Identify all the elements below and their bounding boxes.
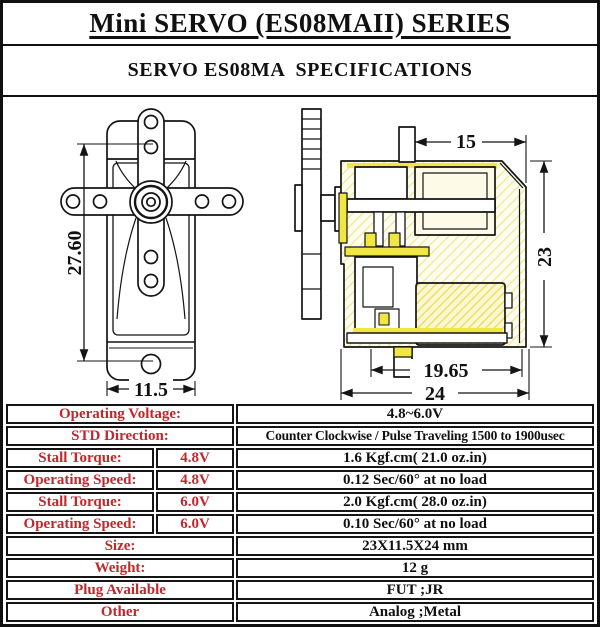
technical-drawing: 27.60 11.5 (3, 97, 597, 402)
spec-value: 12 g (236, 558, 594, 578)
table-row: Operating Voltage:4.8~6.0V (6, 404, 594, 424)
spec-voltage: 6.0V (156, 492, 234, 512)
dim-front-width-label: 11.5 (134, 379, 168, 401)
page-title: Mini SERVO (ES08MAII) SERIES (89, 8, 511, 38)
spec-value: 0.10 Sec/60° at no load (236, 514, 594, 534)
servo-front-view (60, 108, 244, 396)
section-title-bar: SERVO ES08MA SPECIFICATIONS (3, 46, 597, 97)
spec-value: 4.8~6.0V (236, 404, 594, 424)
spec-value: Counter Clockwise / Pulse Traveling 1500… (236, 426, 594, 446)
spec-value: FUT ;JR (236, 580, 594, 600)
section-title: SERVO ES08MA SPECIFICATIONS (127, 59, 473, 81)
dim-side-total-width-label: 24 (425, 383, 445, 402)
servo-side-section-view (294, 108, 552, 400)
spec-label: Operating Voltage: (6, 404, 234, 424)
spec-voltage: 4.8V (156, 448, 234, 468)
spec-label: Weight: (6, 558, 234, 578)
spec-label: Other (6, 602, 234, 622)
spec-label: Stall Torque: (6, 448, 154, 468)
dim-label-mask (410, 359, 482, 379)
dim-side-height-label: 23 (534, 247, 556, 267)
dim-label-mask (129, 379, 173, 398)
spec-value: 23X11.5X24 mm (236, 536, 594, 556)
dim-label-mask (451, 130, 482, 151)
spec-label: Plug Available (6, 580, 234, 600)
spec-value: Analog ;Metal (236, 602, 594, 622)
title-bar: Mini SERVO (ES08MAII) SERIES (3, 3, 597, 46)
spec-value: 0.12 Sec/60° at no load (236, 470, 594, 490)
spec-voltage: 6.0V (156, 514, 234, 534)
dim-front-height-label: 27.60 (64, 231, 86, 276)
dim-label-mask (412, 382, 458, 402)
table-row: Size:23X11.5X24 mm (6, 536, 594, 556)
dim-label-mask (531, 233, 558, 280)
dim-side-case-width-label: 19.65 (424, 360, 469, 382)
spec-voltage: 4.8V (156, 470, 234, 490)
spec-label: Size: (6, 536, 234, 556)
spec-value: 1.6 Kgf.cm( 21.0 oz.in) (236, 448, 594, 468)
spec-label: Operating Speed: (6, 470, 154, 490)
spec-label: STD Direction: (6, 426, 234, 446)
table-row: Weight:12 g (6, 558, 594, 578)
table-row: STD Direction:Counter Clockwise / Pulse … (6, 426, 594, 446)
servo-dimension-drawing: 27.60 11.5 (60, 108, 558, 402)
dim-side-top-width-label: 15 (456, 131, 476, 153)
spec-label: Stall Torque: (6, 492, 154, 512)
spec-label: Operating Speed: (6, 514, 154, 534)
spec-value: 2.0 Kgf.cm( 28.0 oz.in) (236, 492, 594, 512)
